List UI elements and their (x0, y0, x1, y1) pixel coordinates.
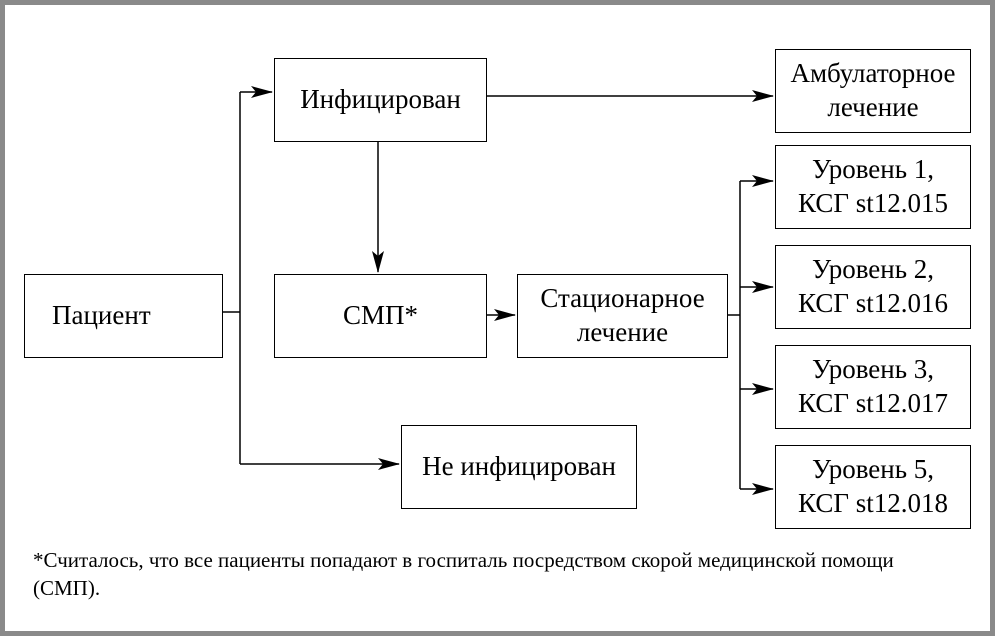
node-level5-label: Уровень 5, КСГ st12.018 (798, 454, 948, 518)
node-level2-label: Уровень 2, КСГ st12.016 (798, 254, 948, 318)
node-inpatient-label: Стационарное лечение (540, 283, 705, 347)
node-patient-label: Пациент (52, 300, 151, 331)
node-infected-label: Инфицирован (300, 84, 461, 115)
node-smp-label: СМП* (342, 300, 418, 331)
node-patient: Пациент (24, 274, 223, 358)
node-not-infected: Не инфицирован (401, 425, 637, 509)
node-level1: Уровень 1, КСГ st12.015 (775, 145, 971, 229)
node-level2: Уровень 2, КСГ st12.016 (775, 245, 971, 329)
node-level5: Уровень 5, КСГ st12.018 (775, 445, 971, 529)
node-level1-label: Уровень 1, КСГ st12.015 (798, 154, 948, 218)
node-not-infected-label: Не инфицирован (422, 451, 616, 482)
node-level3: Уровень 3, КСГ st12.017 (775, 345, 971, 429)
node-outpatient-label: Амбулаторное лечение (790, 58, 956, 122)
footnote: *Считалось, что все пациенты попадают в … (33, 548, 894, 600)
node-inpatient: Стационарное лечение (517, 274, 728, 358)
node-level3-label: Уровень 3, КСГ st12.017 (798, 354, 948, 418)
node-smp: СМП* (274, 274, 487, 358)
node-outpatient: Амбулаторное лечение (775, 49, 971, 133)
node-infected: Инфицирован (274, 58, 487, 142)
